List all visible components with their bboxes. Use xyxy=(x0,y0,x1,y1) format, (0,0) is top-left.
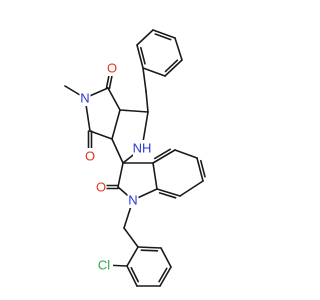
oxygen-atom-top: O xyxy=(107,61,117,76)
nitrogen-atom-indole: N xyxy=(128,193,137,208)
bond-c3-c3a xyxy=(119,109,149,113)
oxygen-atom-left-backdrop xyxy=(84,148,96,164)
bond-benzo-1-inner xyxy=(153,148,171,160)
oxygen-atom-left: O xyxy=(85,149,95,164)
nitrogen-atom-indole-backdrop xyxy=(127,192,139,208)
molecule-structure: O O O N NH N Cl xyxy=(64,29,206,287)
bond-cl-ring-2-inner xyxy=(130,266,139,283)
bond-benzyl-ring-2 xyxy=(174,37,183,61)
oxygen-atom-top-backdrop xyxy=(106,60,118,76)
bond-benzyl-ring-1 xyxy=(152,29,176,39)
bond-c3ox-c7a xyxy=(152,162,158,190)
bond-benzyl-ring-3 xyxy=(164,59,183,77)
nitrogen-atom-nh: NH xyxy=(133,141,152,156)
bond-c6a-spiro xyxy=(111,138,124,164)
nitrogen-atom-imide-backdrop xyxy=(79,90,91,106)
bond-c3a-c4 xyxy=(107,87,121,111)
bond-c3a-c6a xyxy=(111,109,121,140)
bond-ch2-aryl xyxy=(123,227,139,248)
bond-benzo-1 xyxy=(152,149,176,164)
bond-cl-ring-5 xyxy=(160,247,172,268)
bond-cl-ring-4-inner xyxy=(158,267,168,283)
bond-benzo-4 xyxy=(179,180,204,197)
bond-cl-ring-4 xyxy=(159,266,172,287)
bond-ch2-c3 xyxy=(145,90,149,113)
bond-spiro-c2 xyxy=(117,162,124,188)
bond-benzo-5-inner xyxy=(158,192,177,199)
chlorine-atom: Cl xyxy=(98,258,110,273)
bond-benzyl-ring-6 xyxy=(136,29,154,46)
oxygen-atom-lactam: O xyxy=(96,180,106,195)
bond-cl-ring-6-inner xyxy=(140,249,159,252)
bond-benzo-3 xyxy=(196,157,204,182)
bond-benzyl-ch2 xyxy=(142,67,147,92)
bond-cl-ring-1 xyxy=(126,246,139,267)
bond-benzyl-ring-1-inner xyxy=(154,33,172,41)
bond-benzyl-ring-3-inner xyxy=(164,59,179,73)
chlorine-atom-backdrop xyxy=(95,257,113,273)
bond-cl-ring-6 xyxy=(137,246,162,249)
bond-benzyl-ring-5-inner xyxy=(140,46,146,65)
bond-benzyl-ring-4 xyxy=(142,67,166,77)
nitrogen-atom-imide: N xyxy=(80,91,89,106)
bond-cl-ring-2 xyxy=(126,265,138,287)
bond-benzo-3-inner xyxy=(200,159,206,178)
bond-c6-c6a xyxy=(89,130,113,140)
bond-benzyl-ring-5 xyxy=(136,44,144,69)
bond-benzo-5 xyxy=(156,188,181,197)
nitrogen-atom-nh-backdrop xyxy=(133,140,151,156)
bond-benzo-2 xyxy=(174,149,198,159)
oxygen-atom-lactam-backdrop xyxy=(95,179,107,195)
